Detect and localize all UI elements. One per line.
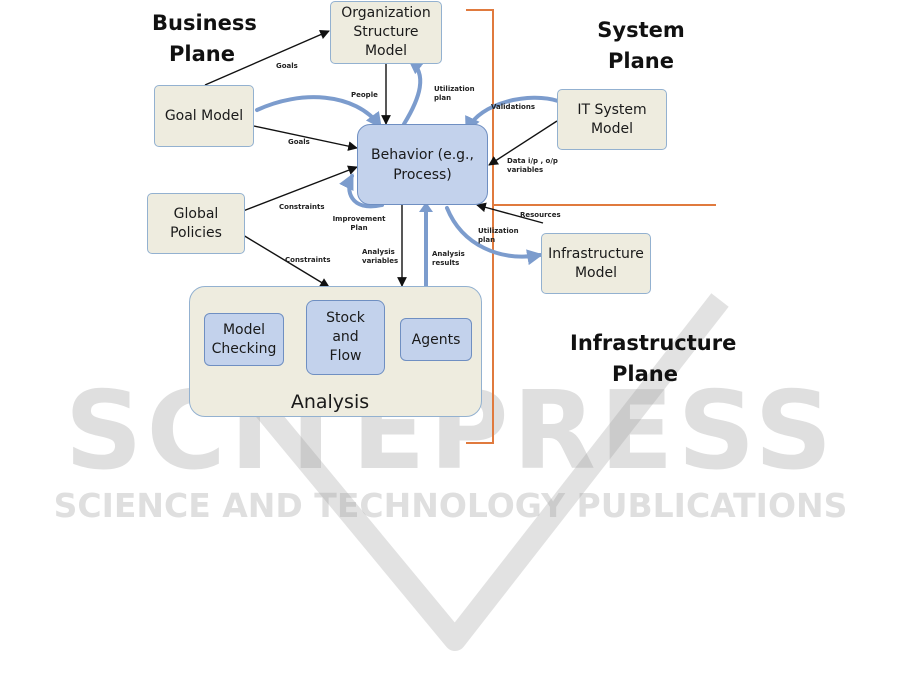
infrastructure-plane-title: Infrastructure Plane bbox=[570, 331, 737, 386]
goal-model-label: Goal Model bbox=[164, 107, 244, 124]
edge-label-people: People bbox=[351, 91, 378, 99]
edge-it-to-behavior bbox=[488, 120, 558, 166]
analysis-label: Analysis bbox=[290, 391, 370, 413]
edge-infra-to-behavior bbox=[476, 202, 544, 224]
edge-label-utilization-plan: Utilization plan bbox=[434, 85, 475, 102]
stock-and-flow: Stock and Flow bbox=[306, 300, 385, 375]
edge-label-analysis-results: Analysis results bbox=[432, 250, 465, 267]
edge-label-goals: Goals bbox=[288, 138, 310, 146]
edge-utilization-curve bbox=[402, 58, 426, 126]
edge-utilization2-curve bbox=[445, 206, 544, 266]
edge-global-to-behavior bbox=[242, 165, 358, 212]
edge-label-utilization-plan-2: Utilization plan bbox=[478, 227, 519, 244]
edge-improvement-curve bbox=[339, 173, 384, 209]
behavior-process-label: Behavior (e.g., Process) bbox=[371, 146, 474, 183]
agents: Agents bbox=[400, 318, 472, 361]
edge-label-constraints: Constraints bbox=[279, 203, 325, 211]
business-plane-title: Business Plane bbox=[152, 11, 257, 66]
organization-structure-model-label: Organization Structure Model bbox=[341, 5, 431, 59]
watermark-subtitle: SCIENCE AND TECHNOLOGY PUBLICATIONS bbox=[53, 486, 848, 525]
edge-analysis-results bbox=[419, 202, 433, 286]
edge-label-analysis-variables: Analysis variables bbox=[362, 248, 399, 265]
infrastructure-model: Infrastructure Model bbox=[541, 233, 651, 294]
edge-label-resources: Resources bbox=[520, 211, 561, 219]
edge-validations-curve bbox=[465, 95, 560, 133]
plane-dividers bbox=[466, 9, 716, 444]
behavior-process: Behavior (e.g., Process) bbox=[357, 124, 488, 205]
edge-label-constraints-2: Constraints bbox=[285, 256, 331, 264]
edge-label-improvement-plan: Improvement Plan bbox=[332, 215, 386, 232]
agents-label: Agents bbox=[411, 331, 461, 348]
stock-and-flow-label: Stock and Flow bbox=[326, 310, 365, 364]
edge-goal-to-behavior bbox=[253, 125, 358, 151]
it-system-model-label: IT System Model bbox=[577, 101, 647, 137]
it-system-model: IT System Model bbox=[557, 89, 667, 150]
edge-label-goals-top: Goals bbox=[276, 62, 298, 70]
global-policies-label: Global Policies bbox=[170, 205, 222, 241]
edge-goal-curve bbox=[255, 95, 382, 129]
infrastructure-model-label: Infrastructure Model bbox=[548, 245, 644, 281]
system-plane-title: System Plane bbox=[597, 18, 685, 73]
model-checking-label: Model Checking bbox=[211, 321, 277, 357]
global-policies: Global Policies bbox=[147, 193, 245, 254]
organization-structure-model: Organization Structure Model bbox=[330, 1, 442, 64]
edge-goal-to-org bbox=[204, 30, 330, 86]
edge-label-data-io: Data i/p , o/p variables bbox=[507, 157, 558, 174]
edge-label-validations: Validations bbox=[491, 103, 535, 111]
model-checking: Model Checking bbox=[204, 313, 284, 366]
goal-model: Goal Model bbox=[154, 85, 254, 147]
edge-global-to-analysis bbox=[242, 234, 330, 288]
